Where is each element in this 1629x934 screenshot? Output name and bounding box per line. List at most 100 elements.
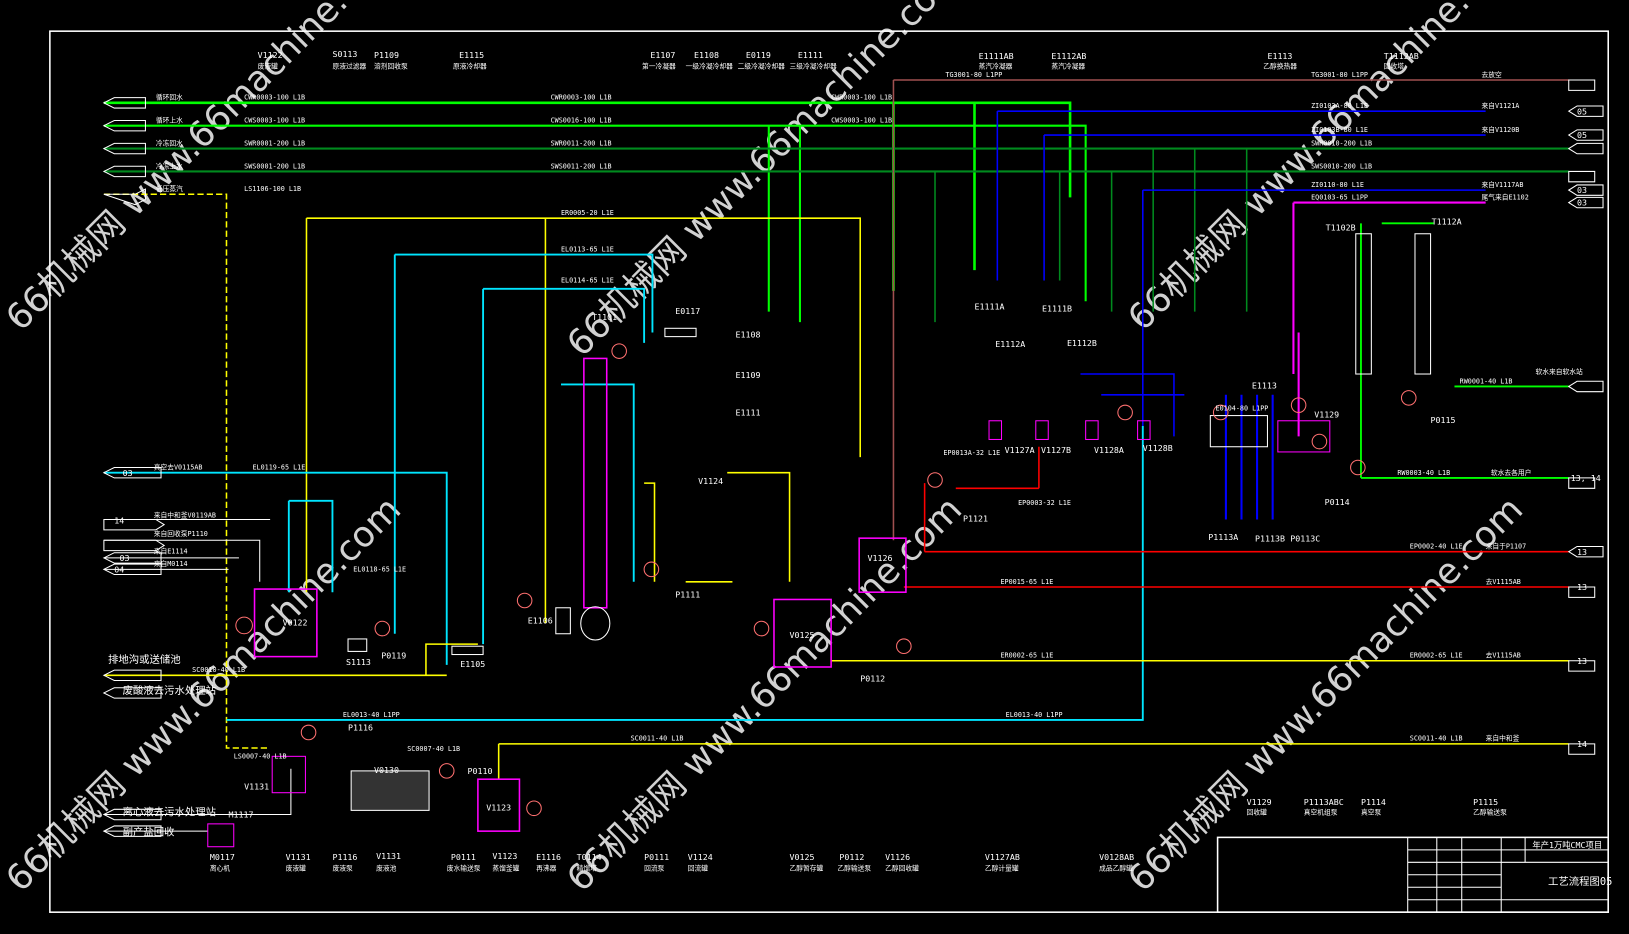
diagram-label: V1128A: [1094, 445, 1124, 455]
tank-v1131: [271, 755, 306, 794]
diagram-label: 二级冷凝冷却器: [738, 62, 786, 71]
diagram-label: 副产盐回收: [123, 825, 175, 838]
diagram-label: V1129: [1247, 797, 1272, 807]
column-t1102b: [1355, 233, 1372, 375]
diagram-label: ER0005-20 L1E: [561, 209, 614, 217]
diagram-label: P0115: [1431, 415, 1456, 425]
diagram-label: 13: [1577, 582, 1587, 592]
offsheet-connectors: [102, 79, 1604, 837]
diagram-label: RW0001-40 L1B: [1460, 377, 1513, 385]
diagram-label: CWS0003-100 L1B: [831, 117, 892, 125]
reboiler: [580, 606, 611, 641]
diagram-label: TG3001-80 L1PP: [945, 71, 1002, 79]
diagram-label: 14: [114, 516, 124, 526]
diagram-label: 03: [1577, 198, 1587, 208]
diagram-label: 冷冻回水: [156, 138, 183, 147]
diagram-label: E1112B: [1067, 338, 1097, 348]
diagram-label: P0119: [381, 651, 406, 661]
diagram-label: 真空机组泵: [1304, 808, 1338, 817]
diagram-label: E1109: [736, 370, 761, 380]
diagram-label: P0113C: [1290, 533, 1320, 543]
diagram-label: TG3001-80 L1PP: [1311, 71, 1368, 79]
diagram-label: 去V1115AB: [1486, 651, 1521, 660]
diagram-label: V1127B: [1041, 445, 1071, 455]
diagram-label: E0119: [746, 50, 771, 60]
exchanger-e1113: [1209, 415, 1268, 448]
diagram-label: 来自中和釜V0119AB: [154, 510, 216, 519]
vessel-v1128b: [1137, 420, 1151, 440]
diagram-label: P1113A: [1208, 532, 1238, 542]
diagram-label: 真空去V0115AB: [154, 463, 203, 472]
diagram-label: S1113: [346, 657, 371, 667]
diagram-label: 废液池: [376, 864, 396, 873]
diagram-label: EL0013-40 L1PP: [1006, 711, 1063, 719]
vessel-v0122: [253, 588, 318, 658]
diagram-label: 66机械网 www.66machine.com: [559, 489, 970, 900]
exchanger-e1105: [451, 645, 484, 656]
diagram-label: P1111: [675, 589, 700, 599]
diagram-label: 乙醇暂存罐: [790, 864, 824, 873]
diagram-label: CWR0003-100 L1B: [244, 94, 305, 102]
drawing-border: [49, 30, 1610, 913]
diagram-label: EP0002-40 L1E: [1410, 543, 1463, 551]
process-lines: [103, 222, 1569, 832]
diagram-label: 来自M0114: [154, 559, 188, 568]
diagram-label: 来自回收泵P1110: [154, 529, 208, 538]
diagram-label: E1107: [650, 50, 675, 60]
diagram-label: EP0015-65 L1E: [1000, 578, 1053, 586]
diagram-label: P1114: [1361, 797, 1386, 807]
diagram-label: 13: [1577, 547, 1587, 557]
diagram-label: E1106: [528, 615, 553, 625]
vessel-v1126: [858, 537, 907, 593]
diagram-label: SC0007-40 L1B: [407, 745, 460, 753]
diagram-label: 软水去各用户: [1491, 468, 1532, 477]
diagram-label: CWS0003-100 L1B: [244, 117, 305, 125]
diagram-label: M1117: [229, 810, 254, 820]
diagram-label: 回流泵: [644, 864, 664, 873]
diagram-label: P1116: [348, 722, 373, 732]
diagram-label: P1115: [1473, 797, 1498, 807]
diagram-label: 一级冷凝冷却器: [686, 62, 733, 71]
diagram-label: EL0114-65 L1E: [561, 277, 614, 285]
diagram-label: EL0118-65 L1E: [353, 565, 406, 573]
diagram-label: V1124: [688, 852, 713, 862]
diagram-label: T1112AB: [1384, 51, 1419, 61]
diagram-label: P0110: [468, 766, 493, 776]
diagram-label: P0112: [860, 674, 885, 684]
diagram-label: EL0113-65 L1E: [561, 245, 614, 253]
diagram-label: E1115: [459, 50, 484, 60]
diagram-label: 低压蒸汽: [156, 184, 183, 193]
diagram-label: CWR0003-100 L1B: [831, 94, 892, 102]
diagram-label: SWS0001-200 L1B: [244, 162, 305, 170]
equipment-tags: V0122 S1113 P0119 E1105 E1106 V1124 P111…: [229, 216, 1462, 819]
diagram-label: 13, 14: [1571, 473, 1601, 483]
diagram-label: 03: [1577, 185, 1587, 195]
diagram-label: V1131: [376, 851, 401, 861]
diagram-label: E1116: [536, 852, 561, 862]
diagram-label: E1112A: [995, 339, 1025, 349]
diagram-label: E1112AB: [1051, 51, 1086, 61]
diagram-label: S0113: [332, 49, 357, 59]
column-t1101: [583, 357, 608, 609]
diagram-label: M0117: [210, 852, 235, 862]
diagram-label: SC0011-40 L1B: [1410, 735, 1463, 743]
diagram-label: V0130: [374, 765, 399, 775]
diagram-label: 蒸汽冷凝器: [1051, 62, 1085, 71]
diagram-label: 废液泵: [332, 864, 352, 873]
diagram-label: 循环上水: [156, 116, 183, 125]
diagram-label: P1116: [332, 852, 357, 862]
diagram-label: 尾气来自E1102: [1481, 192, 1528, 201]
diagram-label: EP0013A-32 L1E: [943, 449, 1000, 457]
diagram-label: 原液冷却器: [453, 62, 487, 71]
diagram-label: E1113: [1267, 51, 1292, 61]
vessel-v1128a: [1085, 420, 1099, 440]
diagram-label: T1101: [592, 312, 617, 322]
diagram-label: 来自于P1107: [1486, 542, 1527, 551]
diagram-label: E1105: [460, 659, 485, 669]
diagram-label: 来自V1120B: [1481, 125, 1519, 134]
diagram-label: T1102B: [1326, 223, 1356, 233]
diagram-label: ER0002-65 L1E: [1000, 652, 1053, 660]
diagram-label: 来自V1121A: [1481, 101, 1519, 110]
equipment: [207, 233, 1432, 848]
